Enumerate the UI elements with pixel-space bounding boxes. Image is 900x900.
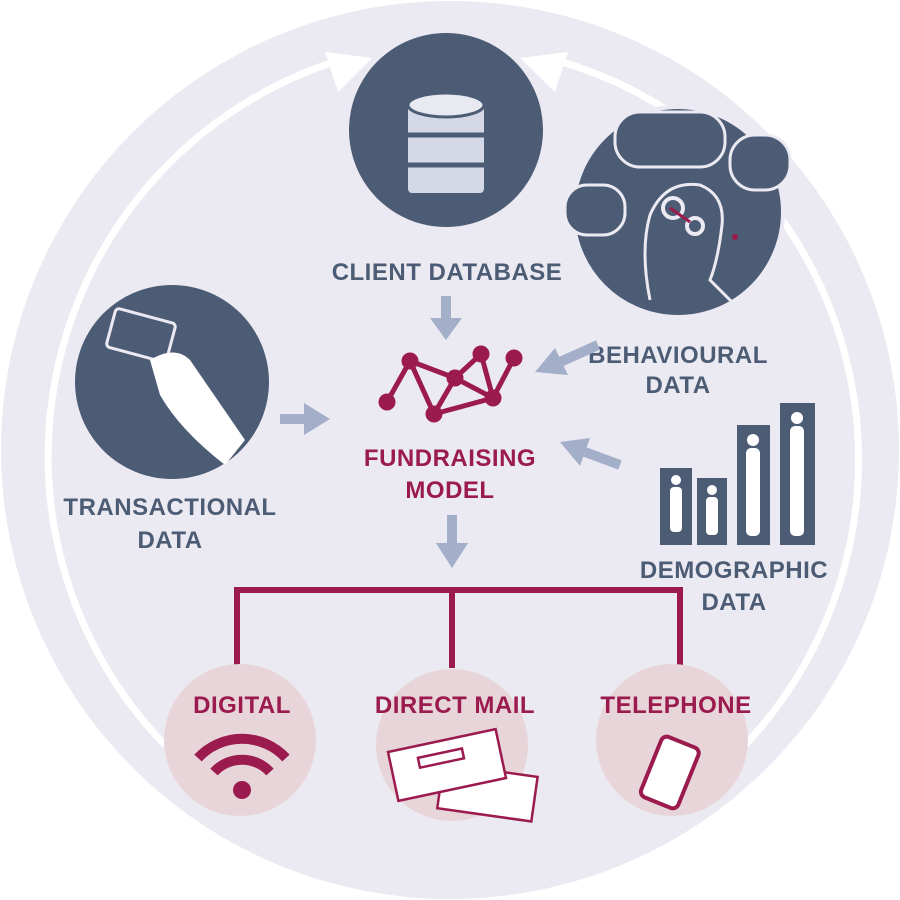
client-database-label: CLIENT DATABASE (332, 259, 563, 286)
cycle-arrow-right-icon (520, 52, 568, 92)
arrow-from-demographic-icon (560, 438, 622, 470)
transactional-label-line2: DATA (137, 527, 202, 554)
channel-digital-label: DIGITAL (193, 692, 291, 719)
mobile-phone-icon (638, 734, 701, 811)
channel-telephone-label: TELEPHONE (600, 692, 751, 719)
model-label-line2: MODEL (405, 477, 494, 504)
behavioural-label-line2: DATA (645, 372, 710, 399)
channel-digital (164, 664, 316, 816)
people-bars-icon (660, 403, 815, 545)
arrow-from-database-icon (430, 296, 462, 340)
demographic-label-line1: DEMOGRAPHIC (640, 557, 828, 584)
channel-telephone (596, 664, 748, 816)
client-database-icon (349, 33, 543, 227)
model-label-line1: FUNDRAISING (364, 445, 536, 472)
credit-card-hand-icon (75, 285, 269, 479)
transactional-label-line1: TRANSACTIONAL (63, 494, 276, 521)
arrow-to-channels-icon (436, 515, 468, 568)
wifi-icon (194, 733, 290, 776)
behavioural-label-line1: BEHAVIOURAL (588, 342, 768, 369)
arrow-from-behavioural-icon (535, 340, 601, 375)
envelope-icon (386, 727, 540, 823)
channel-tree-lines (234, 587, 683, 668)
network-icon (378, 345, 523, 423)
demographic-label-line2: DATA (701, 589, 766, 616)
head-gears-icon (563, 105, 792, 319)
channel-direct-mail-label: DIRECT MAIL (375, 692, 535, 719)
cycle-arrow-left-icon (325, 52, 372, 92)
arrow-from-transactional-icon (280, 403, 330, 435)
channel-direct-mail (376, 669, 540, 823)
